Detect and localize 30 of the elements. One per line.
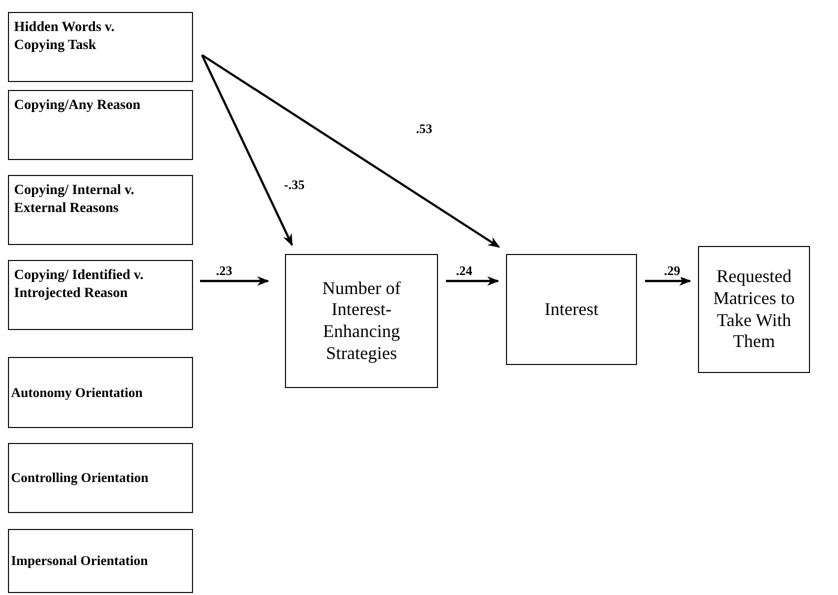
node-label: Copying/ Identified v. Introjected Reason [14, 267, 145, 304]
arrow [201, 54, 500, 248]
predictor-box [8, 175, 193, 245]
path-coefficient: .29 [663, 264, 682, 278]
node-label: Controlling Orientation [11, 469, 148, 487]
path-coefficient: .23 [215, 264, 234, 278]
node-label: Number of Interest-Enhancing Strategies [321, 278, 402, 364]
variable-box [698, 246, 810, 373]
path-coefficient: .24 [455, 264, 474, 278]
variable-box [506, 254, 637, 365]
node-label: Impersonal Orientation [11, 552, 148, 570]
predictor-box [8, 260, 193, 330]
predictor-box [8, 357, 193, 428]
predictor-box [8, 12, 193, 82]
path-coefficient: -.35 [283, 178, 306, 192]
node-label: Copying/ Internal v. External Reasons [14, 182, 136, 218]
arrow [446, 276, 500, 286]
node-label: Hidden Words v. Copying Task [14, 19, 116, 56]
node-label: Autonomy Orientation [11, 384, 143, 402]
node-label: Requested Matrices to Take With Them [712, 266, 796, 353]
arrow [200, 276, 270, 286]
predictor-box [8, 90, 193, 160]
predictor-box [8, 443, 193, 513]
predictor-box [8, 529, 193, 593]
arrow [645, 276, 692, 286]
node-label: Interest [544, 298, 598, 320]
variable-box [285, 254, 438, 388]
path-coefficient: .53 [415, 122, 434, 136]
node-label: Copying/Any Reason [14, 97, 140, 115]
arrow [201, 54, 293, 246]
